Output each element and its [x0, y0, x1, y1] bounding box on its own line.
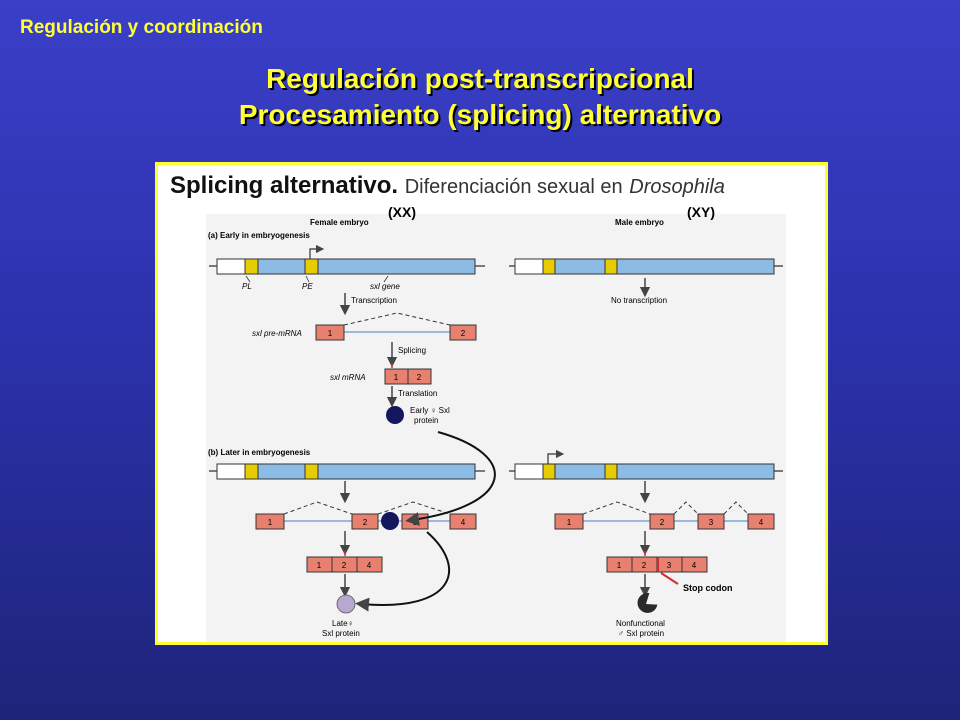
- sxl-gene-label: sxl gene: [370, 282, 400, 291]
- svg-text:4: 4: [367, 561, 372, 570]
- svg-text:4: 4: [692, 561, 697, 570]
- slide-title-line2: Procesamiento (splicing) alternativo: [238, 99, 722, 130]
- early-sxl-protein: [386, 406, 404, 424]
- panel-heading: Splicing alternativo. Diferenciación sex…: [170, 172, 725, 200]
- female-gene-early: [209, 244, 485, 283]
- no-transcription-label: No transcription: [611, 296, 667, 305]
- female-mrna-late: 1 2 4: [306, 551, 383, 573]
- svg-text:3: 3: [709, 518, 714, 527]
- transcription-label: Transcription: [351, 296, 397, 305]
- nonfunctional-label: Nonfunctional: [616, 619, 665, 628]
- svg-text:2: 2: [342, 561, 347, 570]
- promoter-pe-label: PE: [302, 282, 313, 291]
- female-mrna-early: 1 2: [384, 363, 432, 385]
- male-pre-mrna-late: 1 2 3 4: [554, 501, 775, 530]
- male-gene-early: [509, 258, 783, 275]
- early-feedback-arrow: [405, 431, 496, 526]
- late-feedback-arrow: [355, 531, 451, 612]
- mrna-label: sxl mRNA: [330, 373, 366, 382]
- splicing-label: Splicing: [398, 346, 426, 355]
- figure-background: [206, 214, 786, 642]
- nonfunctional-sxl-protein: [637, 592, 658, 613]
- svg-text:2: 2: [363, 518, 368, 527]
- topic-label: Regulación y coordinación: [20, 17, 263, 38]
- section-a-label: (a) Early in embryogenesis: [208, 231, 310, 240]
- svg-text:2: 2: [461, 329, 466, 338]
- stop-codon-label: Stop codon: [683, 583, 733, 593]
- svg-text:1: 1: [394, 373, 399, 382]
- male-mrna-late: 1 2 3 4: [606, 551, 708, 573]
- nonfunctional-label-2: ♂ Sxl protein: [618, 629, 664, 638]
- pre-mrna-label: sxl pre-mRNA: [252, 329, 302, 338]
- slide-title-line1: Regulación post-transcripcional: [266, 63, 694, 94]
- svg-text:1: 1: [268, 518, 273, 527]
- section-b-label: (b) Later in embryogenesis: [208, 448, 311, 457]
- svg-text:4: 4: [461, 518, 466, 527]
- panel-heading-bold: Splicing alternativo.: [170, 172, 399, 199]
- female-pre-mrna: 1 2: [315, 312, 477, 341]
- early-protein-label-2: protein: [414, 416, 438, 425]
- male-gene-late: [509, 449, 783, 480]
- panel-heading-rest: Diferenciación sexual en: [404, 176, 623, 198]
- svg-text:2: 2: [642, 561, 647, 570]
- svg-text:4: 4: [759, 518, 764, 527]
- female-gene-late: [209, 463, 485, 480]
- promoter-pl-label: PL: [242, 282, 252, 291]
- translation-label: Translation: [398, 389, 437, 398]
- svg-text:2: 2: [417, 373, 422, 382]
- svg-text:1: 1: [317, 561, 322, 570]
- late-protein-label: Late♀: [332, 619, 354, 628]
- female-embryo-label: Female embryo: [310, 218, 369, 227]
- male-embryo-label: Male embryo: [615, 218, 664, 227]
- panel-heading-italic: Drosophila: [629, 176, 725, 198]
- early-protein-label: Early ♀ Sxl: [410, 406, 450, 415]
- female-karyotype: (XX): [388, 204, 416, 220]
- late-protein-label-2: Sxl protein: [322, 629, 360, 638]
- svg-text:2: 2: [660, 518, 665, 527]
- stop-codon-pointer: [660, 572, 679, 585]
- female-pre-mrna-late: 1 2 3 4: [255, 501, 477, 530]
- svg-text:1: 1: [567, 518, 572, 527]
- svg-text:3: 3: [667, 561, 672, 570]
- svg-text:1: 1: [617, 561, 622, 570]
- svg-text:1: 1: [328, 329, 333, 338]
- male-karyotype: (XY): [687, 204, 715, 220]
- late-sxl-protein: [336, 594, 356, 614]
